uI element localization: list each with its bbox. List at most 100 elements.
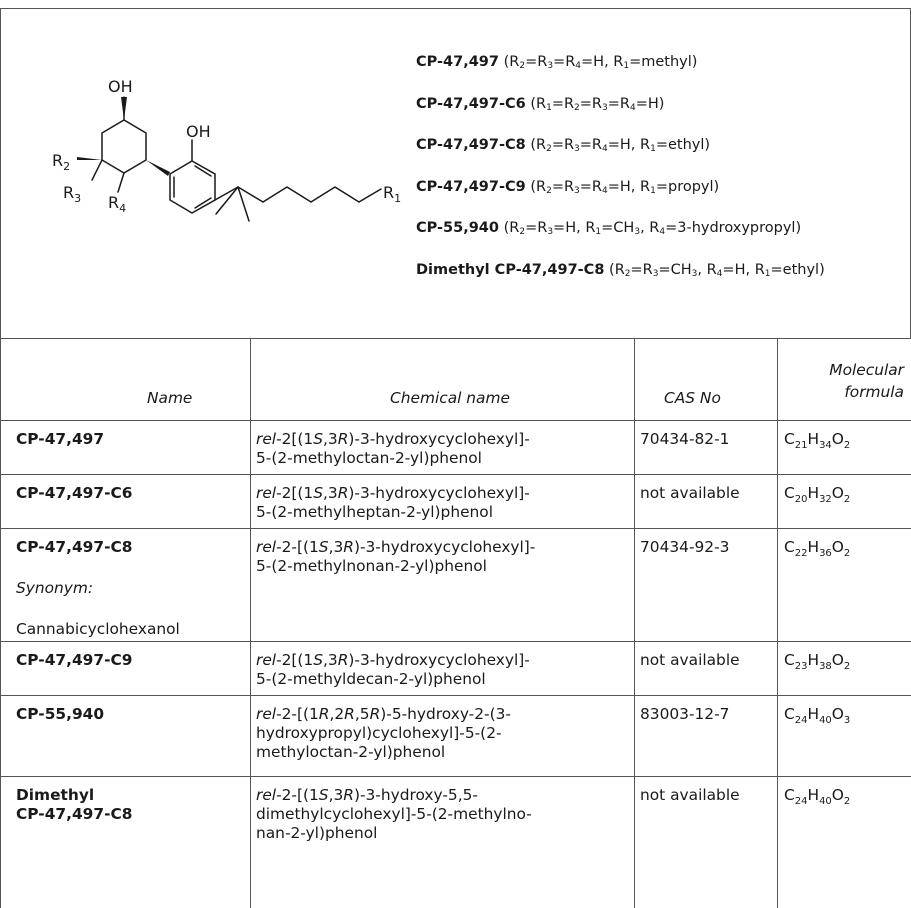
variant-name: CP-47,497-C9 xyxy=(416,178,526,195)
formula-part: H xyxy=(807,786,820,804)
variant-text: =methyl) xyxy=(629,54,698,70)
chemical-fragment: )-3-hydroxycyclohexyl]- xyxy=(348,484,530,502)
row-name-text: CP-47,497-C8 xyxy=(16,538,133,556)
formula-part: 24 xyxy=(794,796,808,807)
formula-part: C xyxy=(784,430,795,448)
variant-text: =H, R xyxy=(581,54,624,70)
chemical-line: 5-(2-methylheptan-2-yl)phenol xyxy=(256,503,493,521)
variant-text: =propyl) xyxy=(655,178,720,195)
variant-subscript: 4 xyxy=(716,268,723,279)
formula-part: 38 xyxy=(819,661,832,672)
row-name: CP-47,497-C6 xyxy=(16,484,244,503)
formula-part: 23 xyxy=(794,661,808,672)
row-synonym-label: Synonym: xyxy=(16,579,94,597)
variant-subscript: 3 xyxy=(691,268,698,279)
row-cas-no: 70434-82-1 xyxy=(640,430,730,448)
header-chemical-name: Chemical name xyxy=(390,389,510,407)
formula-part: H xyxy=(807,538,820,556)
variant-subscript: 4 xyxy=(659,227,666,237)
chemical-fragment: S xyxy=(313,651,324,669)
variant-subscript: 2 xyxy=(574,102,580,113)
col-divider-3 xyxy=(777,338,778,908)
variant-subscript: 3 xyxy=(574,185,580,196)
variant-text: =R xyxy=(579,95,603,112)
formula-part: C xyxy=(784,484,795,502)
formula-part: O xyxy=(831,651,844,669)
variant-text: =R xyxy=(525,220,548,236)
formula-part: 24 xyxy=(794,715,808,726)
variant-text: (R xyxy=(530,95,547,112)
header-name: Name xyxy=(147,389,193,407)
header-formula: Molecular formula xyxy=(796,361,904,402)
chemical-fragment: R xyxy=(344,705,355,723)
chemical-line: rel-2-[(1R,2R,5R)-5-hydroxy-2-(3- xyxy=(256,705,631,724)
col-divider-2 xyxy=(634,338,635,908)
formula-part: C xyxy=(784,786,795,804)
chemical-fragment: S xyxy=(318,786,329,804)
chemical-line: nan-2-yl)phenol xyxy=(256,824,378,842)
oh-wedge xyxy=(121,97,127,120)
formula-part: O xyxy=(831,538,844,556)
chemical-fragment: -2[(1 xyxy=(276,484,314,502)
chemical-fragment: S xyxy=(313,430,324,448)
header-top-border xyxy=(0,338,911,339)
chemical-fragment: ,3 xyxy=(323,430,338,448)
variant-subscript: 4 xyxy=(602,185,608,196)
formula-part: 2 xyxy=(843,548,851,559)
row-chemical-name: rel-2-[(1R,2R,5R)-5-hydroxy-2-(3-hydroxy… xyxy=(256,705,631,762)
label-r2: R2 xyxy=(52,151,70,173)
variant-text: =R xyxy=(579,178,603,195)
chemical-prefix: rel xyxy=(256,786,277,804)
label-oh-top: OH xyxy=(108,77,133,96)
top-border xyxy=(0,8,911,9)
variant-subscript: 3 xyxy=(574,144,580,154)
chemical-line: rel-2[(1S,3R)-3-hydroxycyclohexyl]- xyxy=(256,430,631,449)
row-name-text: CP-55,940 xyxy=(16,705,105,723)
variant-subscript: 4 xyxy=(575,61,582,71)
variant-text: =H, R xyxy=(553,220,596,236)
variant-text: =R xyxy=(607,95,630,112)
chemical-fragment: ,3 xyxy=(328,538,344,556)
chemical-fragment: ,2 xyxy=(329,705,345,723)
row-divider-5 xyxy=(0,776,911,777)
chemical-fragment: ,3 xyxy=(323,651,338,669)
chemical-fragment: -2-[(1 xyxy=(276,786,319,804)
variant-text: =R xyxy=(551,95,575,112)
variant-text: =R xyxy=(579,137,603,153)
variant-subscript: 1 xyxy=(650,185,656,196)
formula-part: 40 xyxy=(819,715,832,726)
chemical-prefix: rel xyxy=(256,430,277,448)
variant-subscript: 3 xyxy=(602,102,608,113)
variant-item: Dimethyl CP-47,497-C8 (R2=R3=CH3, R4=H, … xyxy=(416,262,911,281)
formula-part: H xyxy=(807,430,820,448)
formula-part: 40 xyxy=(819,796,832,807)
row-cas-no: not available xyxy=(640,651,740,669)
formula-part: H xyxy=(807,651,820,669)
formula-part: 21 xyxy=(794,440,808,451)
chemical-line: rel-2-[(1S,3R)-3-hydroxycyclohexyl]- xyxy=(256,538,631,557)
formula-part: 2 xyxy=(843,440,851,451)
variant-subscript: 3 xyxy=(634,227,641,237)
header-cas-no: CAS No xyxy=(664,389,721,407)
formula-part: 22 xyxy=(794,548,808,559)
chemical-line: hydroxypropyl)cyclohexyl]-5-(2- xyxy=(256,724,502,742)
formula-part: C xyxy=(784,538,795,556)
row-formula: C20H32O2 xyxy=(784,484,850,509)
chemical-fragment: -2[(1 xyxy=(276,651,314,669)
variant-item: CP-47,497-C9 (R2=R3=R4=H, R1=propyl) xyxy=(416,179,911,198)
variant-text: , R xyxy=(697,261,717,278)
chemical-fragment: )-5-hydroxy-2-(3- xyxy=(380,705,511,723)
formula-part: 34 xyxy=(819,440,832,451)
variant-name: CP-55,940 xyxy=(416,220,499,236)
chemical-fragment: R xyxy=(337,430,349,448)
row-formula: C24H40O2 xyxy=(784,786,850,811)
row-synonym: Cannabicyclohexanol xyxy=(16,620,180,638)
chemical-line: rel-2[(1S,3R)-3-hydroxycyclohexyl]- xyxy=(256,484,631,503)
chemical-fragment: R xyxy=(343,538,354,556)
formula-part: 2 xyxy=(843,661,851,672)
row-name-text: CP-47,497-C9 xyxy=(16,651,133,669)
row-cas-no: not available xyxy=(640,786,740,804)
variant-text: =CH xyxy=(601,220,635,236)
formula-part: O xyxy=(831,786,844,804)
